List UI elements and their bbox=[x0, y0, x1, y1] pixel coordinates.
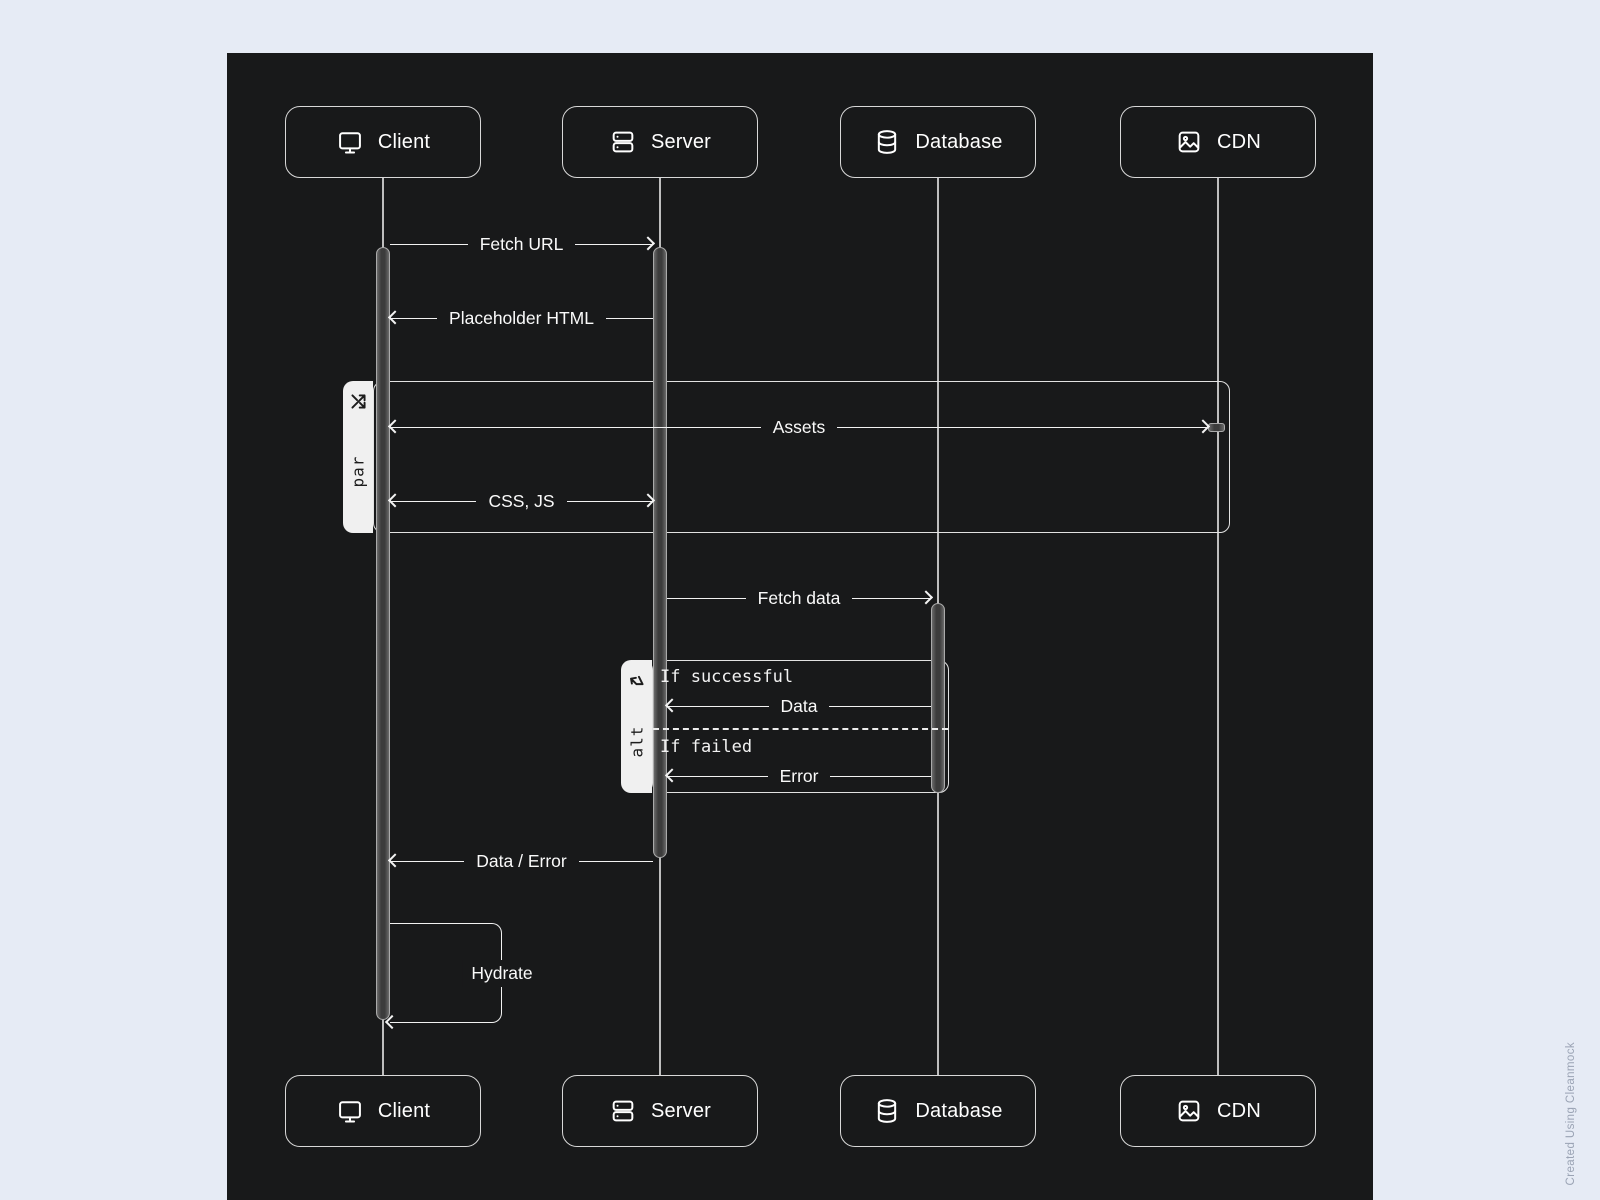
message-css-js: CSS, JS bbox=[387, 490, 656, 512]
activation-server bbox=[653, 247, 667, 858]
message-label: Placeholder HTML bbox=[449, 307, 594, 328]
actor-label: Server bbox=[650, 130, 712, 153]
arrowhead-right-icon bbox=[1195, 419, 1211, 434]
activation-cdn bbox=[1208, 423, 1225, 432]
actor-label: Database bbox=[915, 130, 1003, 153]
actor-box-server-top: Server bbox=[562, 106, 758, 178]
image-icon bbox=[1178, 131, 1200, 153]
arrowhead-left-icon bbox=[664, 768, 680, 783]
image-icon bbox=[1178, 1100, 1200, 1122]
actor-box-cdn-top: CDN bbox=[1120, 106, 1316, 178]
monitor-icon bbox=[338, 1101, 361, 1123]
message-assets: Assets bbox=[387, 416, 1211, 438]
activation-client bbox=[376, 247, 390, 1020]
message-data-error: Data / Error bbox=[387, 850, 654, 872]
alt-frame-tab: alt bbox=[621, 660, 652, 793]
par-frame bbox=[373, 381, 1230, 533]
guard-if-failed: If failed bbox=[660, 737, 753, 757]
arrowhead-left-icon bbox=[664, 698, 680, 713]
message-label: Assets bbox=[772, 416, 826, 437]
lifeline-cdn bbox=[1217, 178, 1219, 1075]
actor-box-client-top: Client bbox=[285, 106, 481, 178]
monitor-icon bbox=[338, 132, 361, 154]
actor-label: Server bbox=[650, 1099, 712, 1122]
database-icon bbox=[878, 130, 897, 154]
activation-database bbox=[931, 603, 945, 793]
branch-icon bbox=[630, 675, 644, 686]
actor-box-server-bottom: Server bbox=[562, 1075, 758, 1147]
shuffle-icon bbox=[350, 394, 366, 409]
actor-box-database-bottom: Database bbox=[840, 1075, 1036, 1147]
server-icon bbox=[612, 1100, 634, 1122]
server-icon bbox=[612, 131, 634, 153]
message-fetch-url: Fetch URL bbox=[390, 233, 656, 255]
actor-label: Client bbox=[377, 1099, 431, 1122]
actor-label: Database bbox=[915, 1099, 1003, 1122]
alt-frame-label: alt bbox=[627, 725, 646, 757]
message-label: Data / Error bbox=[476, 850, 567, 871]
arrowhead-left-icon bbox=[387, 853, 403, 868]
actor-box-database-top: Database bbox=[840, 106, 1036, 178]
watermark: Created Using Cleanmock bbox=[1565, 1042, 1577, 1186]
actor-label: CDN bbox=[1217, 1099, 1261, 1122]
alt-frame bbox=[652, 660, 949, 793]
message-label: Fetch URL bbox=[479, 233, 564, 254]
actor-box-client-bottom: Client bbox=[285, 1075, 481, 1147]
alt-divider bbox=[653, 728, 948, 730]
par-frame-label: par bbox=[348, 455, 368, 488]
message-data: Data bbox=[664, 695, 931, 717]
database-icon bbox=[878, 1099, 897, 1123]
actor-box-cdn-bottom: CDN bbox=[1120, 1075, 1316, 1147]
diagram-canvas: par alt If successful If failed Fetch UR… bbox=[227, 53, 1373, 1200]
arrowhead-left-icon bbox=[387, 419, 403, 434]
par-frame-tab: par bbox=[343, 381, 373, 533]
message-label: Fetch data bbox=[757, 587, 841, 608]
arrowhead-right-icon bbox=[918, 590, 934, 605]
message-label: Data bbox=[780, 695, 818, 716]
message-error: Error bbox=[664, 765, 932, 787]
message-placeholder-html: Placeholder HTML bbox=[387, 307, 654, 329]
message-label: Hydrate bbox=[462, 960, 542, 987]
guard-if-successful: If successful bbox=[660, 667, 794, 687]
actor-label: Client bbox=[377, 130, 431, 153]
message-label: CSS, JS bbox=[488, 490, 555, 511]
arrowhead-left-icon bbox=[387, 493, 403, 508]
actor-label: CDN bbox=[1217, 130, 1261, 153]
message-label: Error bbox=[779, 765, 819, 786]
arrowhead-right-icon bbox=[640, 493, 656, 508]
message-fetch-data: Fetch data bbox=[667, 587, 934, 609]
arrowhead-right-icon bbox=[640, 236, 656, 251]
arrowhead-left-icon bbox=[387, 310, 403, 325]
